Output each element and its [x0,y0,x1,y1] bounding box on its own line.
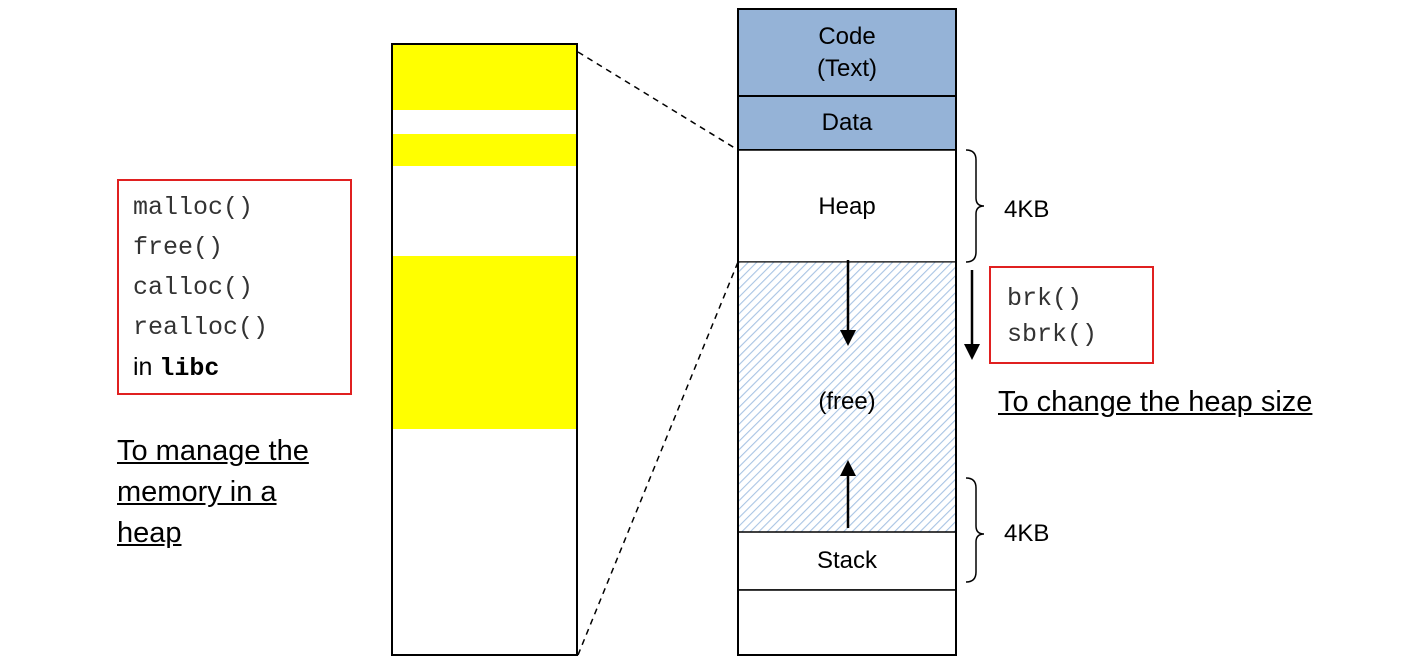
in-prefix: in [133,353,153,381]
heap-size-label: 4KB [1004,196,1050,223]
libc-functions-box: malloc() free() calloc() realloc() in li… [117,179,352,395]
heap-segment [737,149,957,263]
stack-label: Stack [816,547,878,574]
text-label-line: (Text) [817,55,877,82]
allocated-block [392,45,577,110]
heap-size-brace [965,149,985,263]
realloc-label: realloc() [133,313,269,342]
libc-line: in libc [133,353,219,383]
brk-label: brk() [1007,284,1083,313]
heap-growth-arrow [840,260,856,346]
malloc-label: malloc() [133,193,254,222]
library-caption-line: To manage the [117,435,309,467]
code-label-line: Code [818,23,876,50]
library-caption-line: memory in a [117,476,277,508]
syscall-box: brk() sbrk() [989,266,1154,364]
library-caption-line: heap [117,517,182,549]
free-label: free() [133,233,224,262]
allocated-block [392,256,577,429]
sbrk-label: sbrk() [1007,320,1098,349]
syscall-caption: To change the heap size [998,386,1313,418]
code-label: Code (Text) [738,21,956,85]
libc-name: libc [159,354,220,383]
allocated-block [392,134,577,166]
heap-label: Heap [818,193,876,220]
zoom-connector-bottom [577,261,739,656]
stack-size-brace [965,477,985,583]
library-caption: To manage the memory in a heap [117,431,309,554]
calloc-label: calloc() [133,273,254,302]
stack-growth-arrow [840,460,856,528]
data-segment [737,95,957,151]
free-label: (free) [818,388,876,415]
bottom-segment [737,589,957,656]
stack-size-label: 4KB [1004,520,1050,547]
brk-direction-arrow [964,270,980,360]
data-label: Data [821,109,873,136]
zoom-connector-top [577,51,739,151]
